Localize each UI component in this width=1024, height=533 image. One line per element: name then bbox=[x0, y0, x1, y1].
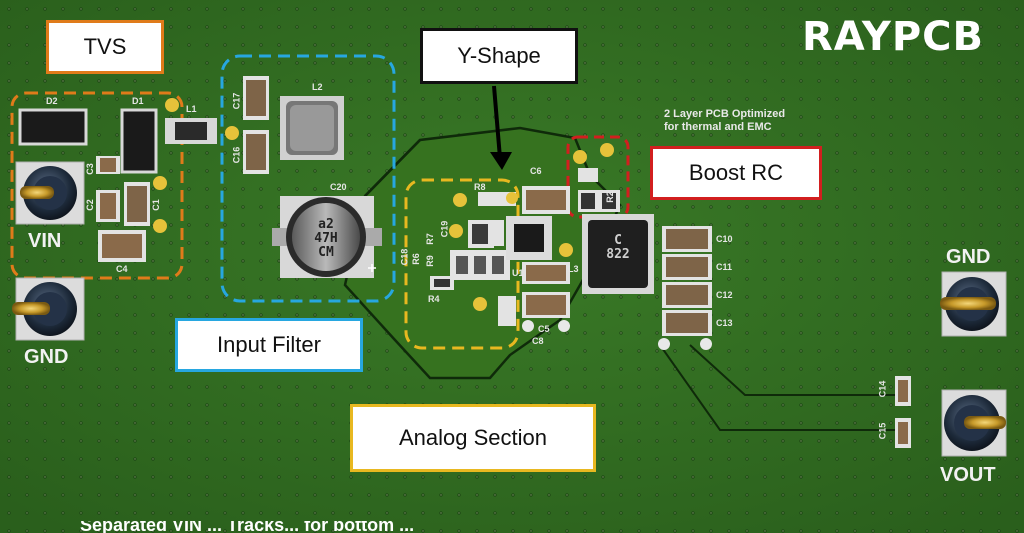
gnd-left-terminal bbox=[12, 277, 85, 341]
silver-pads bbox=[522, 320, 712, 350]
refdes-l3: L3 bbox=[568, 264, 579, 274]
refdes-l1: L1 bbox=[186, 104, 197, 114]
bottom-caption-strip: Separated VIN ... Tracks... for bottom .… bbox=[0, 521, 1024, 533]
gnd-right-label: GND bbox=[946, 246, 991, 268]
c20-marking: a2 47H CM bbox=[306, 218, 346, 260]
refdes-c15: C15 bbox=[877, 422, 888, 440]
refdes-c14: C14 bbox=[877, 380, 888, 398]
c20-marking-line-2: 47H bbox=[314, 231, 338, 246]
y-shape-arrow-line bbox=[492, 85, 502, 159]
callout-analog-section: Analog Section bbox=[350, 404, 596, 472]
inductor-marking-line-1: C bbox=[614, 233, 622, 248]
refdes-c10: C10 bbox=[716, 234, 733, 244]
refdes-c11: C11 bbox=[716, 262, 733, 272]
diode-d1 bbox=[120, 108, 158, 174]
board-note: 2 Layer PCB Optimized for thermal and EM… bbox=[664, 108, 785, 134]
refdes-c5: C5 bbox=[538, 324, 550, 334]
refdes-c13: C13 bbox=[716, 318, 733, 328]
refdes-c12: C12 bbox=[716, 290, 733, 300]
callout-y-shape: Y-Shape bbox=[420, 28, 578, 84]
refdes-d1: D1 bbox=[132, 96, 144, 106]
board-note-line-2: for thermal and EMC bbox=[664, 121, 772, 133]
vout-terminal bbox=[941, 389, 1007, 457]
input-filter-region-outline bbox=[220, 54, 396, 303]
refdes-r7: R7 bbox=[424, 233, 435, 245]
c20-marking-line-1: a2 bbox=[318, 217, 334, 232]
refdes-c20: C20 bbox=[330, 182, 347, 192]
vout-trace-2 bbox=[659, 344, 905, 431]
refdes-r2: R2 bbox=[604, 191, 615, 203]
vout-trace-1 bbox=[689, 344, 905, 396]
refdes-r9: R9 bbox=[424, 255, 435, 267]
refdes-c3: C3 bbox=[84, 163, 95, 175]
callout-input-filter: Input Filter bbox=[175, 318, 363, 372]
refdes-c4: C4 bbox=[116, 264, 128, 274]
analog-components bbox=[430, 186, 570, 326]
inductor-marking: C 822 bbox=[598, 234, 638, 262]
refdes-r4: R4 bbox=[428, 294, 440, 304]
refdes-d2: D2 bbox=[46, 96, 58, 106]
refdes-c2: C2 bbox=[84, 199, 95, 211]
inductor-marking-line-2: 822 bbox=[606, 247, 630, 262]
vout-label: VOUT bbox=[940, 464, 996, 486]
electrolytic-c20 bbox=[272, 196, 382, 278]
output-capacitors bbox=[662, 226, 712, 336]
refdes-l2: L2 bbox=[312, 82, 323, 92]
refdes-r8: R8 bbox=[474, 182, 486, 192]
polarity-mark bbox=[368, 264, 376, 272]
callout-boost-rc: Boost RC bbox=[650, 146, 822, 200]
brand-logo-text: RAYPCB bbox=[801, 14, 984, 60]
diode-d2 bbox=[18, 108, 88, 146]
refdes-c19: C19 bbox=[439, 220, 450, 238]
refdes-u1: U1 bbox=[512, 268, 524, 278]
refdes-c16: C16 bbox=[231, 146, 242, 164]
refdes-c8: C8 bbox=[532, 336, 544, 346]
test-pads bbox=[153, 98, 614, 311]
board-note-line-1: 2 Layer PCB Optimized bbox=[664, 108, 786, 120]
refdes-r6: R6 bbox=[410, 253, 421, 265]
callout-tvs: TVS bbox=[46, 20, 164, 74]
y-shape-arrowhead bbox=[490, 152, 512, 170]
vin-terminal bbox=[15, 161, 85, 225]
gnd-right-terminal bbox=[940, 271, 1007, 337]
refdes-c18: C18 bbox=[399, 248, 410, 266]
tvs-capacitors bbox=[96, 156, 150, 262]
refdes-c1: C1 bbox=[150, 199, 161, 211]
refdes-c6: C6 bbox=[530, 166, 542, 176]
c20-marking-line-3: CM bbox=[318, 245, 334, 260]
vin-label: VIN bbox=[28, 230, 62, 252]
analog-section-region-outline bbox=[404, 178, 520, 350]
gnd-left-label: GND bbox=[24, 346, 69, 368]
bottom-caption: Separated VIN ... Tracks... for bottom .… bbox=[80, 521, 415, 533]
refdes-c17: C17 bbox=[231, 92, 242, 110]
